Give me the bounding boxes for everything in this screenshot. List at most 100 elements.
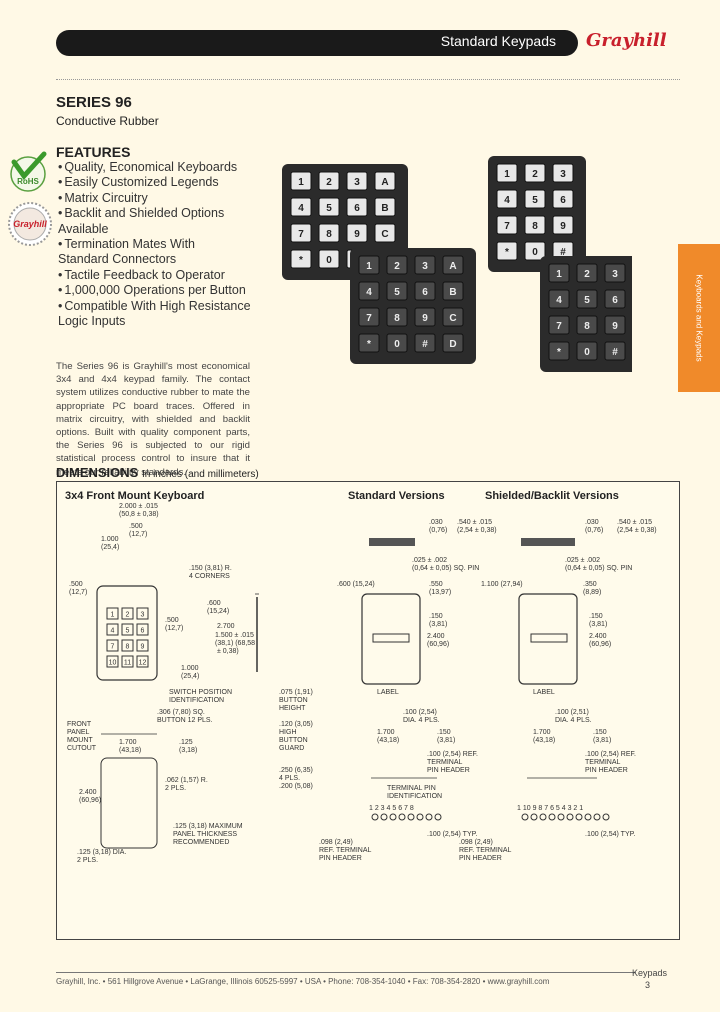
drawing-button-number: 6 (141, 628, 145, 635)
drawing-button (121, 655, 134, 668)
callout-text: (43,18) (119, 747, 141, 754)
keypad-key-label: 4 (504, 195, 510, 206)
keypad-key (576, 289, 598, 309)
terminal-pin (407, 813, 415, 821)
footer-divider (56, 972, 636, 973)
header-divider (56, 79, 680, 80)
callout-text: TERMINAL PIN (387, 785, 436, 792)
keypad-key-label: 0 (584, 347, 590, 358)
keypad-key-label: 8 (532, 221, 538, 232)
callout-text: (2,54 ± 0,38) (617, 527, 657, 534)
keypad-key (358, 281, 380, 301)
callout-text: .125 (3,18) MAXIMUM (173, 823, 243, 830)
keypad-key-label: 3 (612, 269, 618, 280)
terminal-pin (398, 813, 406, 821)
callout-text: .150 (3,81) R. (189, 565, 232, 572)
shielded-versions-title: Shielded/Backlit Versions (485, 490, 619, 502)
features-list: Quality, Economical Keyboards Easily Cus… (58, 160, 268, 329)
callout-text: RECOMMENDED (173, 839, 229, 846)
callout-text: .540 ± .015 (457, 519, 492, 526)
keypad-key (290, 223, 312, 243)
callout-text: 2.400 (79, 789, 97, 796)
page-number: 3 (644, 980, 650, 990)
standard-pin-header (369, 538, 415, 546)
keypad-key (386, 281, 408, 301)
drawing-button (106, 623, 119, 636)
keypad-key-label: 5 (584, 295, 590, 306)
drawing-button (136, 607, 149, 620)
callout-text: (13,97) (429, 589, 451, 596)
keypad-key (496, 241, 518, 261)
keypad-key-label: 2 (326, 177, 332, 188)
terminal-pin (548, 813, 556, 821)
keypad-key (386, 307, 408, 327)
callout-text: .098 (2,49) (319, 839, 353, 846)
feature-item: Easily Customized Legends (58, 175, 268, 190)
dimensions-units-note: In inches (and millimeters) (141, 469, 259, 480)
callout-text: .500 (129, 523, 143, 530)
drawing-button-number: 10 (109, 660, 117, 667)
drawing-button-number: 3 (141, 612, 145, 619)
keypad-key (346, 171, 368, 191)
callout-text: ± 0,38) (217, 648, 239, 655)
feature-item: Termination Mates With Standard Connecto… (58, 237, 248, 268)
callout-text: CUTOUT (67, 745, 97, 752)
feature-item: Quality, Economical Keyboards (58, 160, 268, 175)
keypad-key-label: 0 (394, 339, 400, 350)
drawing-button-number: 4 (111, 628, 115, 635)
keypad-key (386, 333, 408, 353)
drawing-button-number: 9 (141, 644, 145, 651)
keypad-key (524, 241, 546, 261)
keypad-key-label: 6 (422, 287, 428, 298)
keypad-key (604, 341, 626, 361)
callout-text: (60,96) (589, 641, 611, 648)
drawing-button-number: 8 (126, 644, 130, 651)
callout-text: BUTTON 12 PLS. (157, 717, 213, 724)
keypad-key (604, 289, 626, 309)
keypad-key-label: 4 (366, 287, 372, 298)
keypad-key-label: 5 (326, 203, 332, 214)
callout-text: 1.100 (27,94) (481, 581, 523, 588)
callout-text: .500 (165, 617, 179, 624)
callout-text: (25,4) (181, 673, 199, 680)
keypad-key (290, 249, 312, 269)
keypad-key-label: 3 (354, 177, 360, 188)
terminal-pin (575, 813, 583, 821)
callout-text: .120 (3,05) (279, 721, 313, 728)
callout-text: .030 (429, 519, 443, 526)
callout-text: .306 (7,80) SQ. (157, 709, 205, 716)
drawing-button-number: 11 (124, 660, 131, 667)
callout-text: REF. TERMINAL (459, 847, 511, 854)
drawing-button-number: 2 (126, 612, 130, 619)
callout-text: TERMINAL (427, 759, 463, 766)
callout-text: 2 PLS. (77, 857, 98, 864)
terminal-pin (566, 813, 574, 821)
keypad-key-label: B (381, 203, 388, 214)
keypad-key (358, 307, 380, 327)
callout-text: BUTTON (279, 697, 308, 704)
keypad-key (414, 255, 436, 275)
terminal-pin (593, 813, 601, 821)
callout-text: BUTTON (279, 737, 308, 744)
callout-text: IDENTIFICATION (387, 793, 442, 800)
keypad-key-label: 7 (298, 229, 304, 240)
footer-address: Grayhill, Inc. • 561 Hillgrove Avenue • … (56, 977, 550, 986)
drawing-button (136, 639, 149, 652)
keypad-key-label: 2 (584, 269, 590, 280)
keypad-key-label: * (367, 339, 371, 350)
keypad-key-label: B (449, 287, 456, 298)
front-keyboard-outline (96, 585, 158, 681)
keypad-key-label: 1 (504, 169, 510, 180)
keypad-key (318, 171, 340, 191)
keypad-key-label: 9 (422, 313, 428, 324)
keypad-key-label: 7 (556, 321, 562, 332)
callout-text: 1.700 (119, 739, 137, 746)
terminal-pin (416, 813, 424, 821)
callout-text: PIN HEADER (319, 855, 362, 862)
page-section-label: Keypads (632, 968, 668, 978)
keypad-key (552, 215, 574, 235)
keypad-key-label: 2 (394, 261, 400, 272)
callout-text: 4 PLS. (279, 775, 300, 782)
callout-text: .125 (179, 739, 193, 746)
keypad-key-label: * (299, 255, 303, 266)
